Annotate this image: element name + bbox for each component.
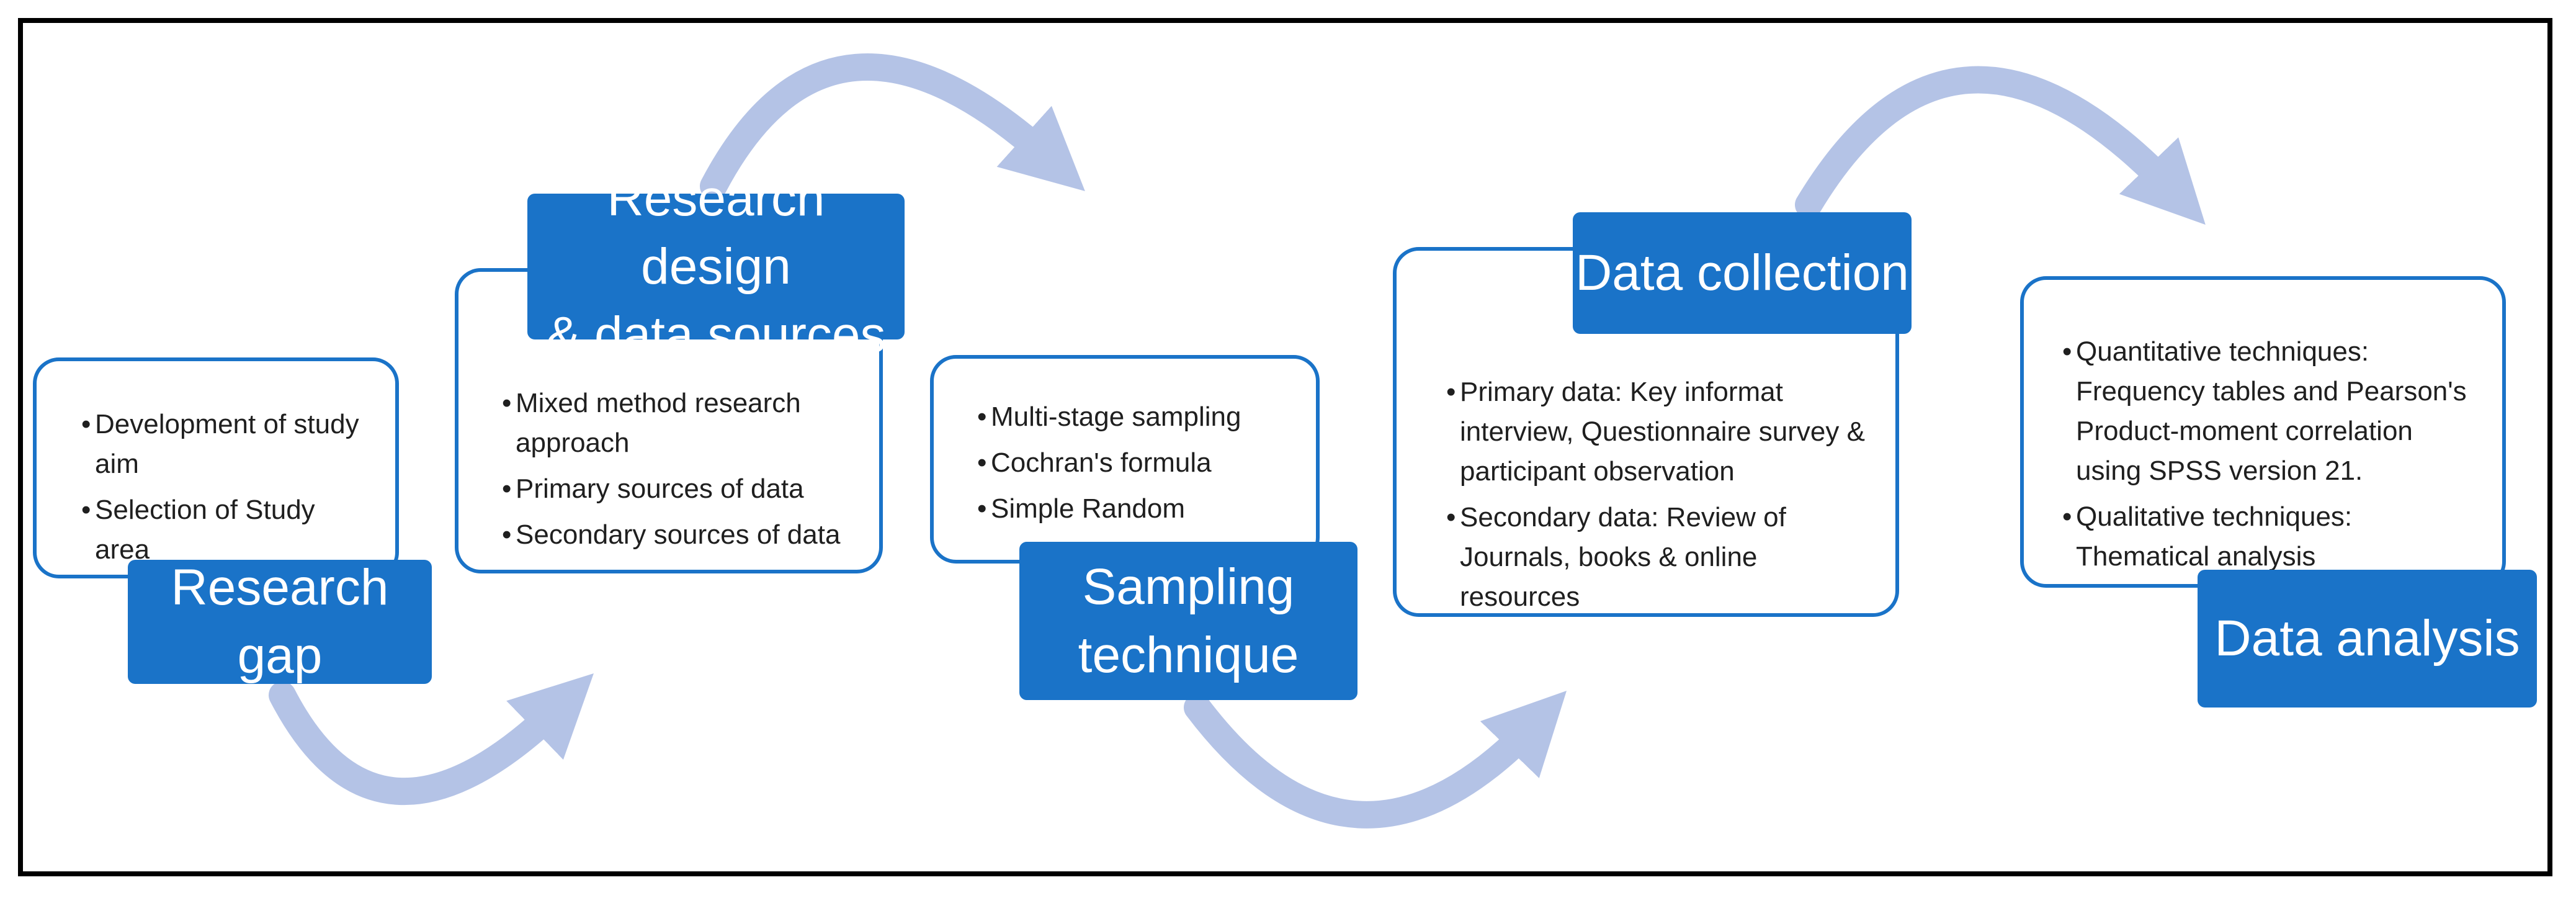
arrow-sampling-to-collection <box>1184 691 1567 829</box>
research-gap-title: Research gap <box>128 559 432 684</box>
research-design-card: Mixed method research approach Primary s… <box>455 268 883 573</box>
bullet-item: Secondary data: Review of Journals, book… <box>1446 498 1871 617</box>
sampling-card: Multi-stage sampling Cochran's formula S… <box>930 355 1320 564</box>
data-analysis-card: Quantitative techniques: Frequency table… <box>2020 276 2506 588</box>
bullet-item: Qualitative techniques: Thematical analy… <box>2062 497 2477 577</box>
data-analysis-bullets: Quantitative techniques: Frequency table… <box>2062 332 2477 577</box>
bullet-item: Selection of Study area <box>81 490 370 570</box>
bullet-item: Primary data: Key informat interview, Qu… <box>1446 372 1871 492</box>
bullet-item: Simple Random <box>977 489 1291 529</box>
bullet-item: Multi-stage sampling <box>977 397 1291 437</box>
arrow-design-to-sampling <box>700 53 1085 200</box>
bullet-item: Mixed method research approach <box>502 384 854 463</box>
bullet-item: Cochran's formula <box>977 443 1291 483</box>
bullet-item: Quantitative techniques: Frequency table… <box>2062 332 2477 491</box>
sampling-title: Sampling technique <box>1019 542 1357 700</box>
research-gap-bullets: Development of study aim Selection of St… <box>81 405 370 570</box>
data-analysis-title: Data analysis <box>2198 570 2537 708</box>
diagram-frame <box>18 18 2552 876</box>
research-design-title: Research design & data sources <box>527 170 905 363</box>
bullet-item: Primary sources of data <box>502 469 854 509</box>
research-design-bullets: Mixed method research approach Primary s… <box>502 384 854 555</box>
data-collection-bullets: Primary data: Key informat interview, Qu… <box>1446 372 1871 617</box>
bullet-item: Development of study aim <box>81 405 370 484</box>
sampling-bullets: Multi-stage sampling Cochran's formula S… <box>977 397 1291 529</box>
data-collection-title: Data collection <box>1573 212 1912 334</box>
arrow-collection-to-analysis <box>1795 66 2206 225</box>
arrow-gap-to-design <box>269 673 594 805</box>
research-gap-card: Development of study aim Selection of St… <box>33 357 399 578</box>
bullet-item: Secondary sources of data <box>502 515 854 555</box>
